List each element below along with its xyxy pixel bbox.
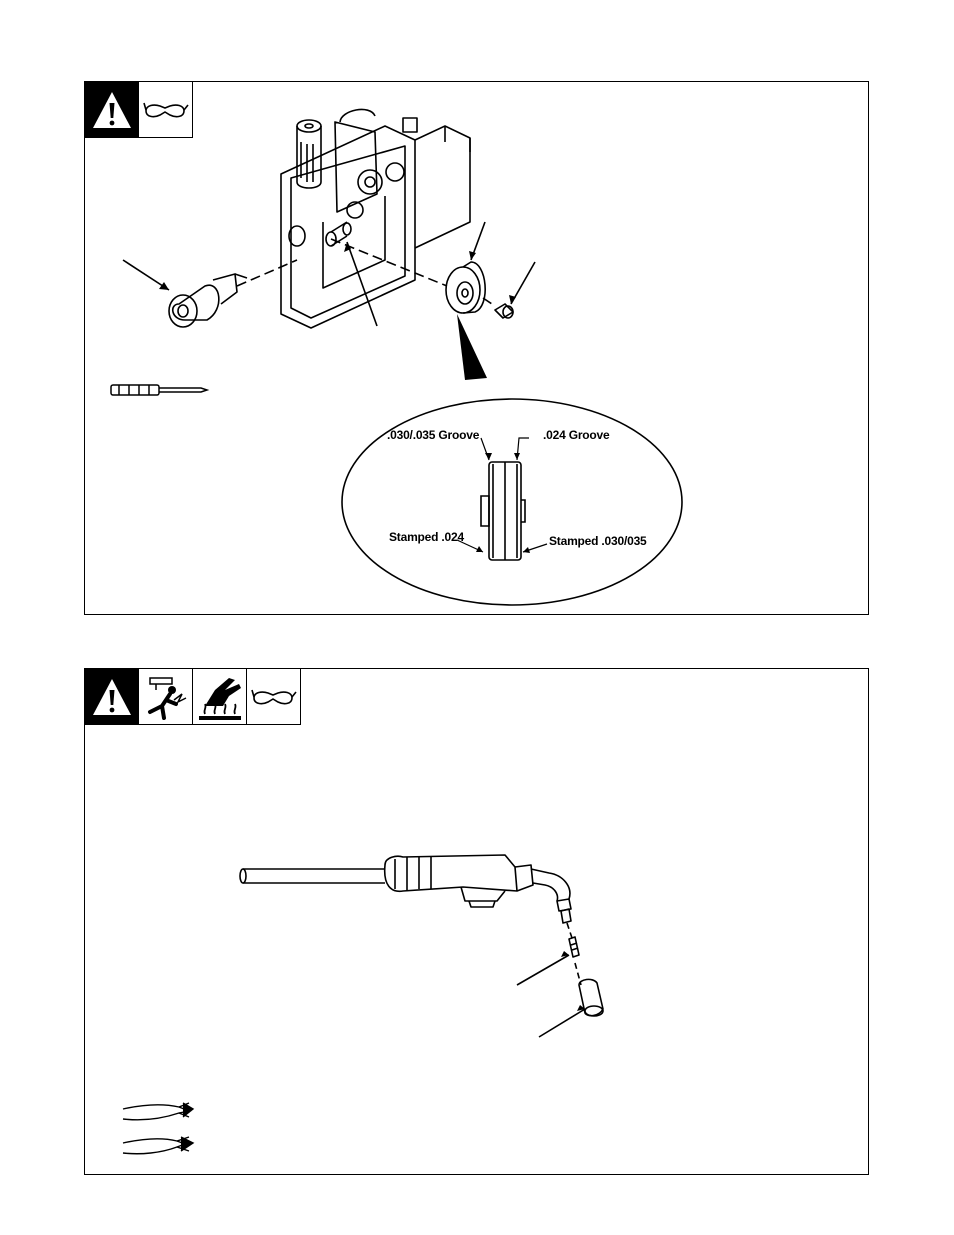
contact-tip-panel xyxy=(84,668,869,1175)
leader-nozzle xyxy=(539,1009,585,1037)
welding-gun-illustration xyxy=(85,669,870,1176)
drive-roll xyxy=(446,262,485,313)
stamp-right-label: Stamped .030/035 xyxy=(549,534,647,548)
needle-nose-pliers-icon xyxy=(123,1137,193,1154)
gas-diffuser xyxy=(561,909,571,923)
contact-tip xyxy=(569,937,579,957)
detail-pointer xyxy=(457,314,487,380)
wire-cutter-icon xyxy=(123,1103,193,1120)
gun-neck xyxy=(531,869,571,911)
wire-drive-assembly xyxy=(281,109,470,328)
groove-left-label: .030/.035 Groove xyxy=(387,428,479,442)
retaining-screw xyxy=(495,304,513,318)
gun-handle xyxy=(385,855,533,907)
groove-right-label: .024 Groove xyxy=(543,428,610,442)
stamp-left-label: Stamped .024 xyxy=(389,530,464,544)
inlet-guide xyxy=(169,274,247,327)
drive-roll-panel: .030/.035 Groove .024 Groove Stamped .02… xyxy=(84,81,869,615)
drive-roll-illustration xyxy=(85,82,870,616)
gun-cable xyxy=(240,869,385,883)
screwdriver-icon xyxy=(111,385,207,395)
leader-contact-tip xyxy=(517,955,569,985)
leader-drive-shaft xyxy=(347,242,377,326)
